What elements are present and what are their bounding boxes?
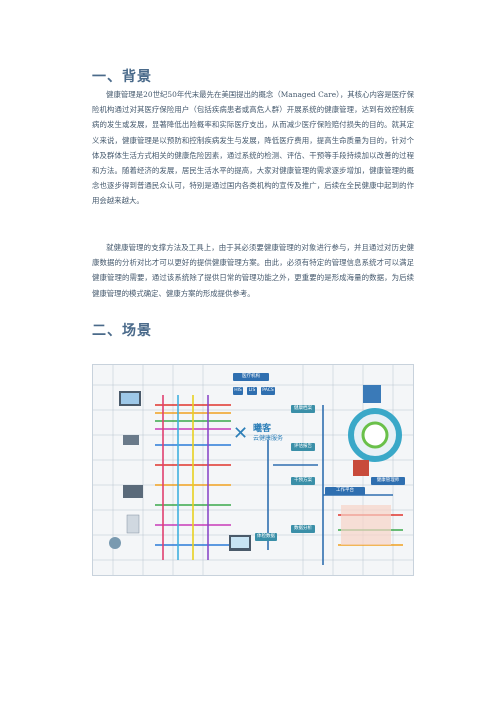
system-box-his: HIS — [233, 387, 243, 395]
health-record-box: 健康档案 — [291, 405, 315, 413]
paragraph-text: 就健康管理的支撑方法及工具上，由于其必须要健康管理的对象进行参与，并且通过对历史… — [92, 243, 414, 298]
intervention-box: 干预方案 — [291, 477, 315, 485]
section-heading-background: 一、背景 — [92, 69, 152, 85]
system-box-pacs: PACS — [261, 387, 275, 395]
background-paragraph-2: 就健康管理的支撑方法及工具上，由于其必须要健康管理的对象进行参与，并且通过对历史… — [92, 240, 414, 301]
background-paragraph-1: 健康管理是20世纪50年代末最先在美国提出的概念（Managed Care），其… — [92, 87, 414, 209]
scenario-diagram: 医疗机构 HIS LIS PACS ✕ 曦客 云健康服务 健康档案 评估报告 干… — [92, 364, 414, 576]
diagram-connectors — [93, 365, 413, 575]
device-icons — [109, 385, 402, 551]
brand-name: 曦客 — [253, 424, 272, 434]
section-heading-scenario: 二、场景 — [92, 323, 152, 339]
work-platform-box: 工作平台 — [325, 487, 365, 495]
exam-data-box: 体检数据 — [255, 533, 277, 541]
health-manager-label: 健康管理师 — [371, 477, 405, 485]
paragraph-text: 健康管理是20世纪50年代末最先在美国提出的概念（Managed Care），其… — [92, 90, 414, 206]
system-box-lis: LIS — [247, 387, 257, 395]
brand-logo-mark: ✕ — [233, 423, 249, 444]
brand-subtitle: 云健康服务 — [253, 435, 284, 442]
data-analysis-box: 数据分析 — [291, 525, 315, 533]
assessment-box: 评估报告 — [291, 443, 315, 451]
medical-institution-box: 医疗机构 — [233, 373, 269, 381]
